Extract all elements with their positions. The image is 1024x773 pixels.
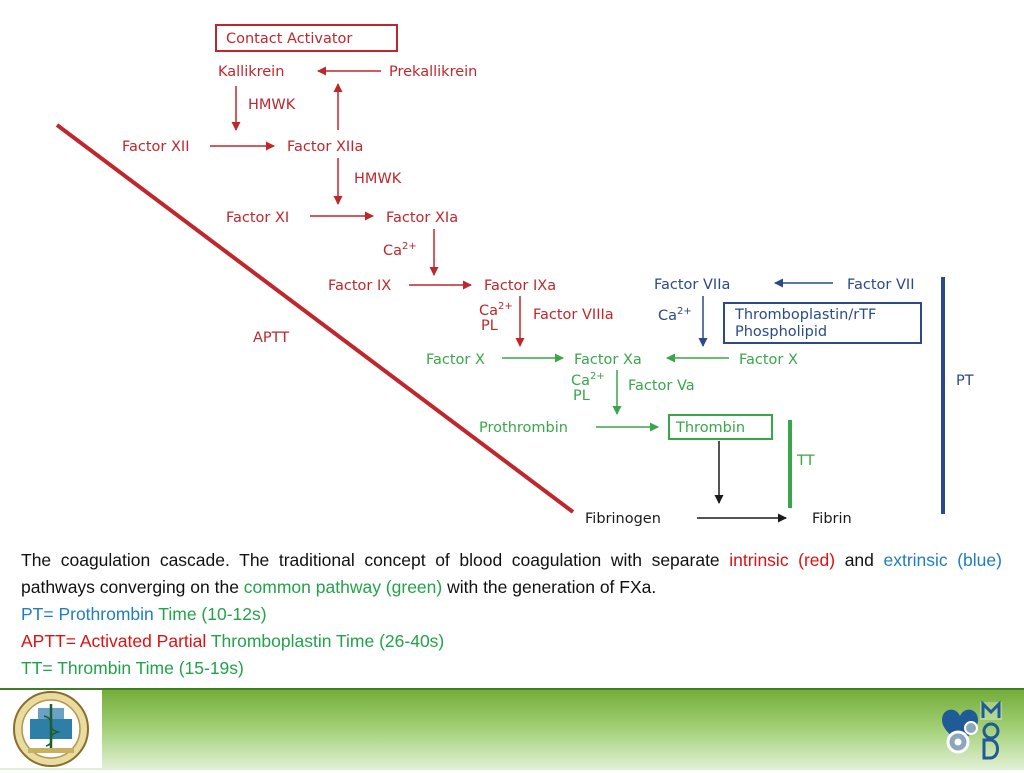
caption-aptt-name: APTT= Activated Partial [21, 631, 207, 651]
phospholipid-label-tf: Phospholipid [735, 324, 827, 340]
caption-text-3: with the generation of FXa. [442, 577, 657, 597]
caption-text-2: pathways converging on the [21, 577, 244, 597]
factor-xa-label: Factor Xa [574, 352, 642, 368]
caption-common: common pathway (green) [243, 577, 443, 597]
pt-label: PT [956, 373, 974, 389]
factor-va-label: Factor Va [628, 378, 695, 394]
tt-label: TT [796, 453, 815, 469]
calcium-label-3: Ca2+ [571, 371, 605, 389]
aptt-label: APTT [253, 330, 289, 346]
contact-activator-label: Contact Activator [226, 31, 352, 47]
factor-ix-label: Factor IX [328, 278, 391, 294]
factor-xia-label: Factor XIa [386, 210, 458, 226]
phospholipid-label-2: PL [573, 388, 590, 404]
kallikrein-label: Kallikrein [218, 64, 284, 80]
caption-tt: TT= Thrombin Time (15-19s) [21, 655, 1002, 682]
factor-viiia-label: Factor VIIIa [533, 307, 614, 323]
university-seal-logo-icon [0, 690, 102, 768]
fibrin-label: Fibrin [812, 511, 852, 527]
factor-viia-label: Factor VIIa [654, 277, 730, 293]
aptt-range-line [55, 123, 575, 514]
prekallikrein-label: Prekallikrein [389, 64, 477, 80]
caption-aptt: APTT= Activated Partial Thromboplastin T… [21, 628, 1002, 655]
caption-and: and [835, 550, 884, 570]
mod-logo-icon [936, 700, 1006, 762]
caption-aptt-time: Thromboplastin Time (26-40s) [206, 631, 445, 651]
factor-xii-label: Factor XII [122, 139, 189, 155]
phospholipid-label-1: PL [481, 318, 498, 334]
coagulation-cascade-diagram: Contact Activator Kallikrein Prekallikre… [55, 24, 974, 527]
thromboplastin-box [723, 302, 922, 344]
figure-caption: The coagulation cascade. The traditional… [21, 547, 1002, 682]
caption-intrinsic: intrinsic (red) [729, 550, 836, 570]
calcium-label-2: Ca2+ [479, 301, 513, 319]
caption-pt-time: Time (10-12s) [153, 604, 267, 624]
caption-pt-name: PT= Prothrombin [21, 604, 154, 624]
caption-text: The coagulation cascade. The traditional… [21, 550, 730, 570]
thromboplastin-label: Thromboplastin/rTF [734, 307, 876, 323]
caption-tt-text: TT= Thrombin Time (15-19s) [21, 658, 244, 678]
factor-x-right-label: Factor X [739, 352, 798, 368]
factor-xi-label: Factor XI [226, 210, 289, 226]
footer-bar [0, 688, 1024, 770]
calcium-label-1: Ca2+ [383, 241, 417, 259]
fibrinogen-label: Fibrinogen [585, 511, 661, 527]
caption-pt: PT= Prothrombin Time (10-12s) [21, 601, 1002, 628]
prothrombin-label: Prothrombin [479, 420, 568, 436]
thrombin-box [668, 414, 773, 440]
hmwk-label-1: HMWK [248, 97, 296, 113]
calcium-label-4: Ca2+ [658, 306, 692, 324]
caption-description: The coagulation cascade. The traditional… [21, 547, 1002, 601]
hmwk-label-2: HMWK [354, 171, 402, 187]
factor-x-left-label: Factor X [426, 352, 485, 368]
factor-xiia-label: Factor XIIa [287, 139, 363, 155]
factor-ixa-label: Factor IXa [484, 278, 556, 294]
thrombin-label: Thrombin [675, 420, 745, 436]
contact-activator-box [215, 24, 398, 52]
factor-vii-label: Factor VII [847, 277, 914, 293]
caption-extrinsic: extrinsic (blue) [883, 550, 1002, 570]
